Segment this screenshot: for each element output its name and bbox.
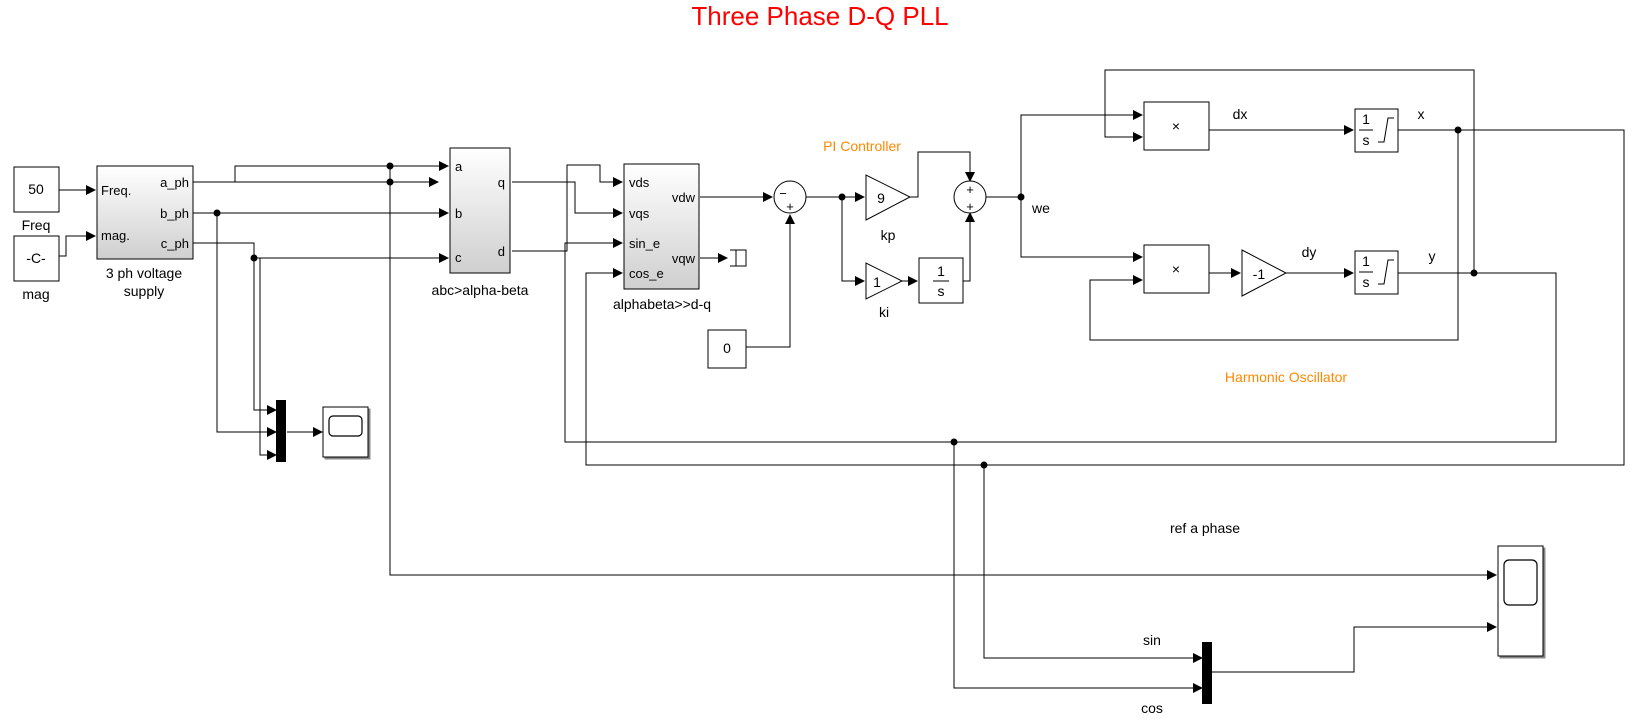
svg-text:1: 1 xyxy=(1362,111,1370,127)
svg-text:vdw: vdw xyxy=(672,190,696,205)
freq-constant-block[interactable]: 50 xyxy=(13,166,60,213)
terminator-block[interactable] xyxy=(730,249,747,267)
svg-text:c: c xyxy=(455,250,462,265)
sum2-block[interactable]: + + xyxy=(953,180,987,214)
x-label: x xyxy=(1418,106,1425,122)
dy-label: dy xyxy=(1302,244,1317,260)
kp-label: kp xyxy=(881,227,896,243)
pi-integrator-block[interactable]: 1 s xyxy=(918,257,964,304)
supply-label-line1: 3 ph voltage xyxy=(106,265,182,281)
svg-text:d: d xyxy=(498,244,505,259)
svg-text:-1: -1 xyxy=(1253,266,1266,282)
svg-text:cos_e: cos_e xyxy=(629,266,664,281)
three-phase-supply-block[interactable]: Freq. mag. a_ph b_ph c_ph xyxy=(96,165,194,260)
svg-text:0: 0 xyxy=(723,340,731,356)
svg-text:1: 1 xyxy=(1362,253,1370,269)
integrator-y-block[interactable]: 1 s xyxy=(1354,250,1399,295)
mux1-block[interactable] xyxy=(276,400,286,462)
svg-text:+: + xyxy=(966,182,974,197)
svg-text:s: s xyxy=(1363,132,1370,148)
junction-dots xyxy=(213,126,1478,469)
we-label: we xyxy=(1031,200,1050,216)
svg-text:×: × xyxy=(1172,261,1180,277)
svg-text:vqs: vqs xyxy=(629,206,650,221)
wires xyxy=(59,69,1625,693)
product-top-block[interactable]: × xyxy=(1143,101,1210,151)
alphabeta-dq-label: alphabeta>>d-q xyxy=(613,296,711,312)
ref-a-phase-label: ref a phase xyxy=(1170,520,1240,536)
svg-text:vqw: vqw xyxy=(672,251,696,266)
svg-text:1: 1 xyxy=(937,263,945,279)
zero-constant-block[interactable]: 0 xyxy=(707,329,747,369)
ki-gain-block[interactable]: 1 xyxy=(865,262,904,300)
svg-text:b: b xyxy=(455,206,462,221)
ki-label: ki xyxy=(879,304,889,320)
product-bottom-block[interactable]: × xyxy=(1143,244,1210,294)
svg-text:a_ph: a_ph xyxy=(160,175,189,190)
scope2-block[interactable] xyxy=(1497,545,1544,657)
mag-constant-block[interactable]: -C- xyxy=(13,235,60,282)
svg-text:vds: vds xyxy=(629,175,650,190)
svg-text:sin_e: sin_e xyxy=(629,236,660,251)
dx-label: dx xyxy=(1233,106,1248,122)
supply-label-line2: supply xyxy=(124,283,164,299)
svg-text:-C-: -C- xyxy=(26,250,46,266)
pi-controller-annotation: PI Controller xyxy=(823,138,901,154)
alphabeta-to-dq-block[interactable]: vds vqs sin_e cos_e vdw vqw xyxy=(623,163,700,290)
negative-gain-block[interactable]: -1 xyxy=(1241,249,1288,297)
scope1-block[interactable] xyxy=(322,406,369,458)
svg-text:Freq.: Freq. xyxy=(101,183,131,198)
svg-text:1: 1 xyxy=(873,274,881,290)
abc-to-alpha-beta-block[interactable]: a b c q d xyxy=(449,147,511,274)
svg-text:q: q xyxy=(498,175,505,190)
svg-text:s: s xyxy=(938,283,945,299)
diagram-title: Three Phase D-Q PLL xyxy=(691,1,948,31)
mag-label: mag xyxy=(22,286,49,302)
sin-label: sin xyxy=(1143,632,1161,648)
svg-text:+: + xyxy=(786,199,794,214)
harmonic-oscillator-annotation: Harmonic Oscillator xyxy=(1225,369,1347,385)
svg-text:×: × xyxy=(1172,118,1180,134)
svg-text:9: 9 xyxy=(877,190,885,206)
svg-text:c_ph: c_ph xyxy=(161,236,189,251)
svg-text:−: − xyxy=(779,186,787,201)
svg-text:s: s xyxy=(1363,274,1370,290)
freq-label: Freq xyxy=(22,217,51,233)
svg-text:mag.: mag. xyxy=(101,228,130,243)
y-label: y xyxy=(1429,248,1436,264)
integrator-x-block[interactable]: 1 s xyxy=(1354,108,1399,153)
kp-gain-block[interactable]: 9 xyxy=(865,174,912,221)
cos-label: cos xyxy=(1141,700,1163,716)
svg-text:b_ph: b_ph xyxy=(160,206,189,221)
svg-text:+: + xyxy=(966,199,974,214)
svg-text:a: a xyxy=(455,159,463,174)
svg-text:50: 50 xyxy=(28,181,44,197)
sum1-block[interactable]: − + xyxy=(773,180,807,214)
mux2-block[interactable] xyxy=(1202,642,1212,704)
abc-alpha-beta-label: abc>alpha-beta xyxy=(432,282,529,298)
